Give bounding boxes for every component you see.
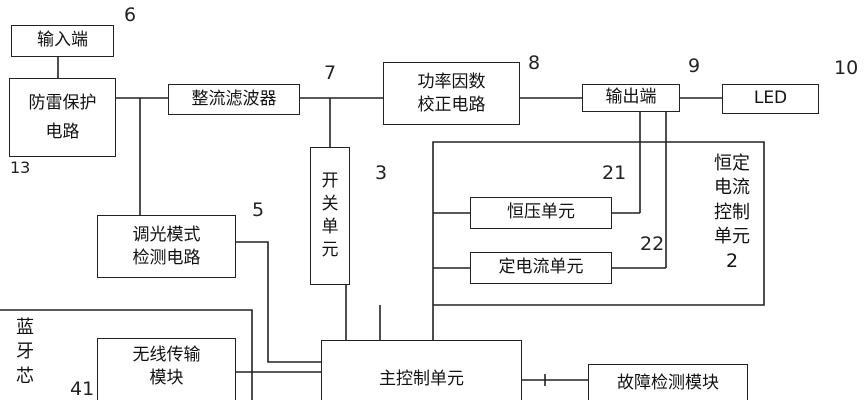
wireless-label-line1: 无线传输: [132, 345, 201, 365]
dimming-label-line1: 调光模式: [132, 224, 201, 245]
ref-number-7: 7: [324, 62, 337, 84]
dimming-label-line2: 检测电路: [132, 247, 201, 268]
switch-char-4: 元: [321, 239, 339, 260]
bluetooth-chip-label: 蓝 牙 芯: [8, 316, 42, 389]
cv-unit-label: 恒压单元: [507, 202, 575, 223]
ref-number-41: 41: [70, 378, 95, 400]
output-label: 输出端: [605, 87, 657, 108]
ref-number-6: 6: [124, 4, 137, 26]
ref-number-9: 9: [688, 55, 701, 77]
constant-current-unit-block: 定电流单元: [470, 252, 612, 284]
ref-number-8: 8: [528, 52, 541, 74]
cc-ctrl-number: 2: [725, 250, 739, 273]
ref-number-13: 13: [10, 158, 31, 177]
main-control-unit-block: 主控制单元: [321, 340, 522, 400]
wireless-transmission-block: 无线传输 模块: [97, 338, 236, 400]
fault-detection-label: 故障检测模块: [617, 373, 719, 394]
ref-number-5: 5: [252, 199, 265, 221]
rectifier-filter-block: 整流滤波器: [168, 84, 300, 115]
cc-ctrl-line2: 电流: [714, 177, 750, 199]
input-label: 输入端: [37, 30, 88, 51]
ref-number-21: 21: [602, 162, 627, 184]
dimming-detect-block: 调光模式 检测电路: [97, 215, 236, 278]
ref-number-10: 10: [834, 57, 859, 79]
constant-current-control-label: 恒定 电流 控制 单元 2: [700, 152, 764, 275]
led-label: LED: [753, 88, 788, 109]
fault-detection-block: 故障检测模块: [588, 364, 748, 400]
bluetooth-char-3: 芯: [16, 365, 34, 387]
output-block: 输出端: [582, 84, 680, 112]
cc-unit-label: 定电流单元: [498, 257, 584, 278]
switch-char-1: 开: [321, 171, 339, 192]
bluetooth-char-1: 蓝: [16, 317, 34, 338]
pfc-block: 功率因数 校正电路: [383, 62, 520, 125]
surge-label-line1: 防雷保护: [28, 92, 97, 113]
ref-number-22: 22: [640, 233, 665, 255]
constant-voltage-unit-block: 恒压单元: [470, 197, 612, 229]
pfc-label-line1: 功率因数: [417, 71, 486, 92]
cc-ctrl-line1: 恒定: [714, 153, 750, 174]
surge-label-line2: 电路: [45, 121, 80, 142]
pfc-label-line2: 校正电路: [417, 94, 486, 115]
input-block: 输入端: [11, 25, 114, 57]
led-block: LED: [722, 84, 819, 114]
wireless-label-line2: 模块: [149, 367, 184, 388]
surge-protection-block: 防雷保护 电路: [9, 78, 116, 157]
switch-unit-block: 开 关 单 元: [310, 147, 350, 285]
bluetooth-char-2: 牙: [16, 341, 34, 363]
rectifier-label: 整流滤波器: [191, 88, 277, 109]
ref-number-3: 3: [375, 162, 388, 184]
switch-char-3: 单: [321, 217, 339, 237]
cc-ctrl-line3: 控制: [714, 201, 750, 223]
switch-char-2: 关: [321, 194, 339, 215]
main-control-label: 主控制单元: [379, 369, 464, 389]
cc-ctrl-line4: 单元: [714, 225, 750, 247]
